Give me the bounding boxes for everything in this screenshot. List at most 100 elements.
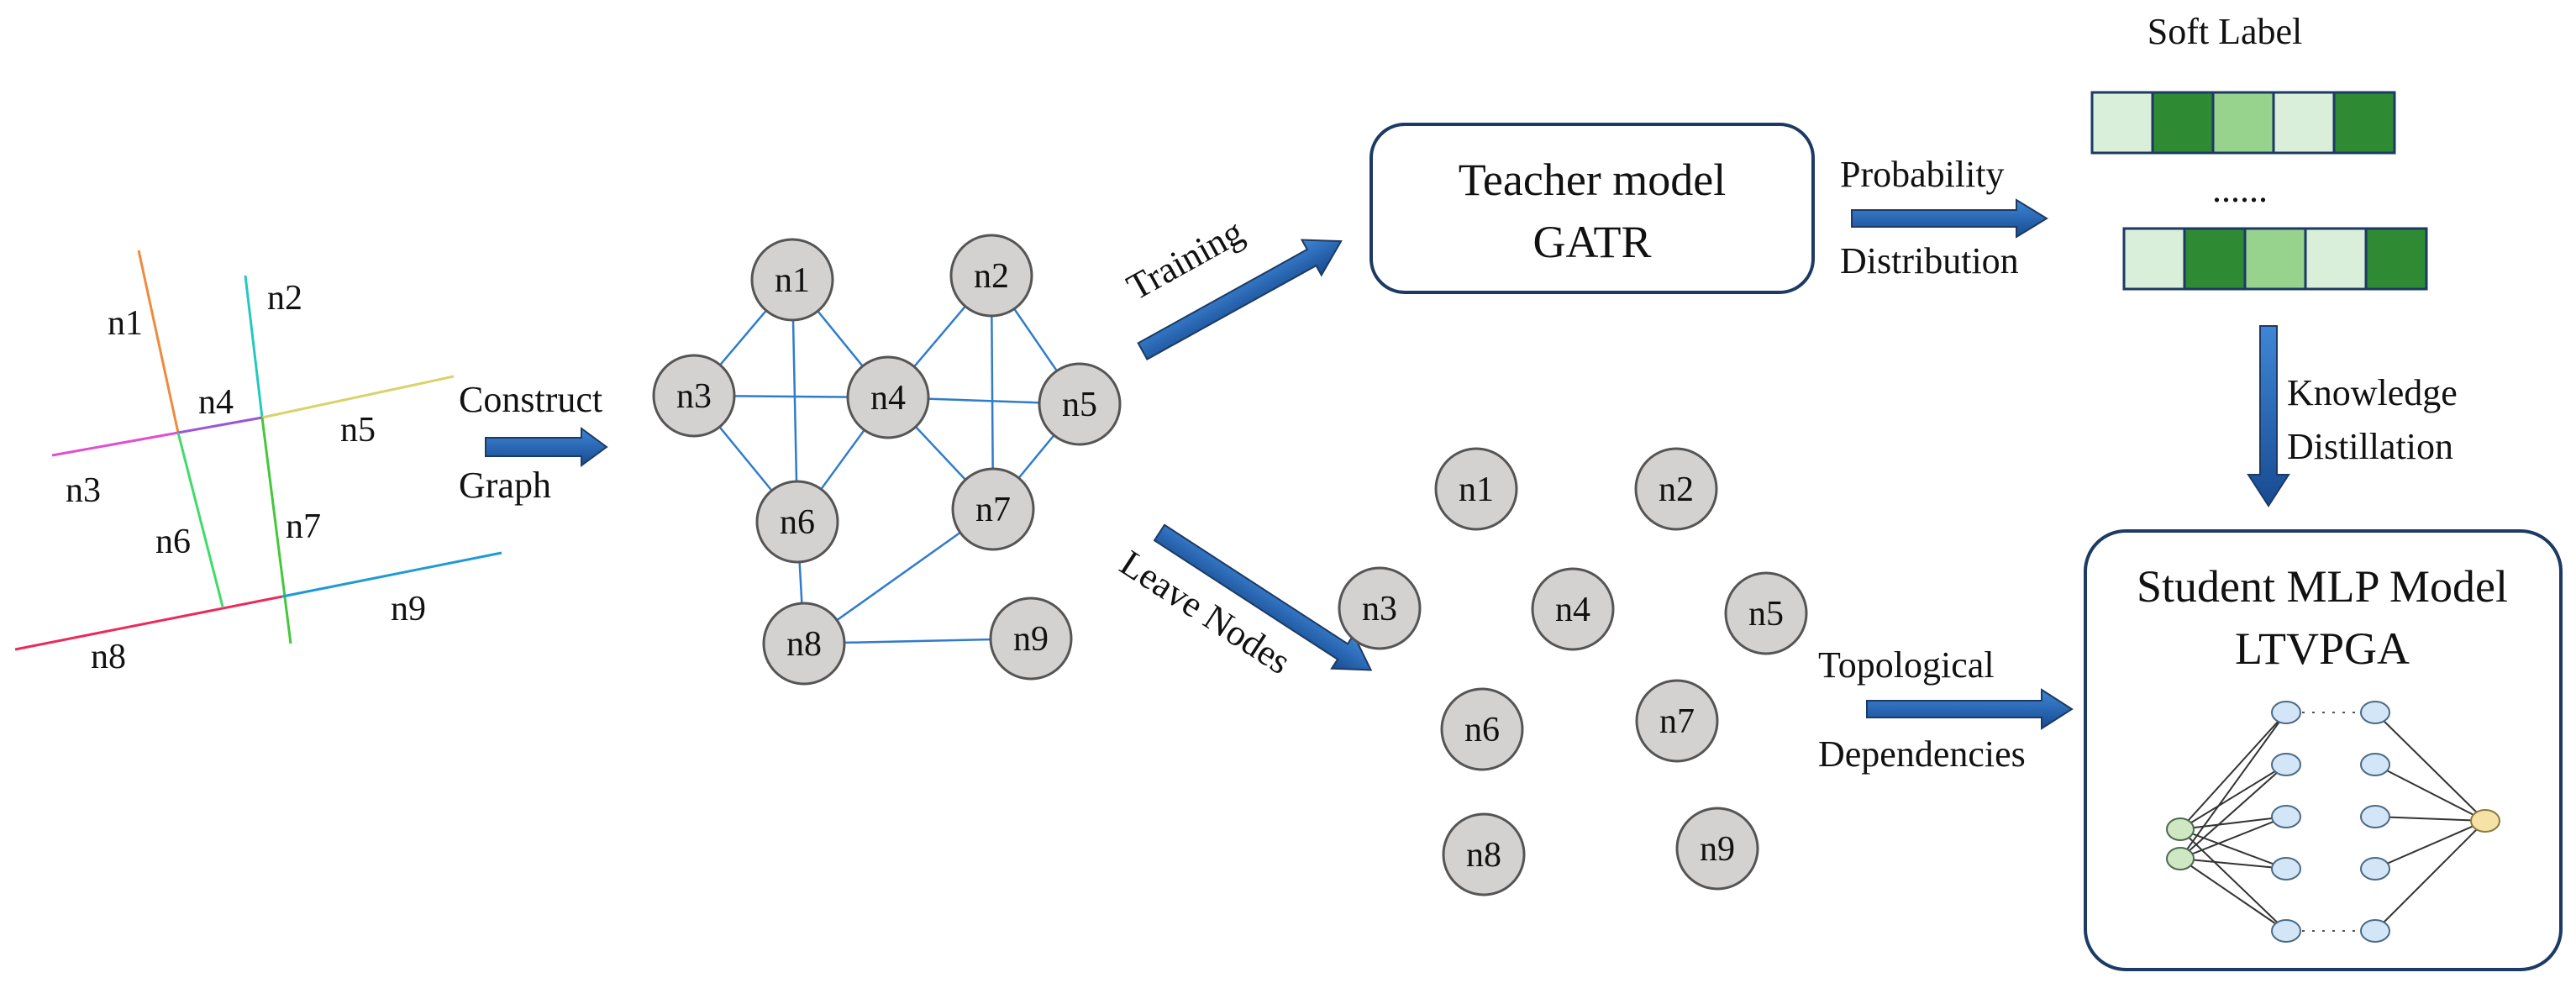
isolated-node-label-n4: n4 <box>1555 591 1590 629</box>
probability-arrow <box>1851 198 2048 239</box>
graph-node-n9 <box>989 597 1073 681</box>
soft-label-cell <box>2122 227 2186 291</box>
road-n3 <box>51 431 179 457</box>
student-model-name: LTVPGA <box>2235 623 2410 674</box>
road-n2 <box>244 275 264 418</box>
graph-node-n6 <box>755 480 839 564</box>
mlp-hidden-node <box>2271 919 2301 943</box>
graph-node-label-n1: n1 <box>775 261 810 300</box>
training-arrow <box>1137 239 1343 360</box>
graph-edges <box>693 275 1081 645</box>
student-model-title: Student MLP Model <box>2137 561 2508 612</box>
road-label-n9: n9 <box>391 590 426 628</box>
isolated-node-label-n8: n8 <box>1466 836 1501 875</box>
graph-node-n1 <box>750 238 834 322</box>
mlp-hidden-node <box>2360 805 2390 828</box>
mlp-network-icon <box>2166 701 2500 943</box>
mlp-hidden-node <box>2271 701 2301 724</box>
isolated-node-label-n1: n1 <box>1459 470 1494 509</box>
graph-node-n4 <box>846 355 930 439</box>
road-n5 <box>261 375 455 419</box>
mlp-hidden-node <box>2271 805 2301 828</box>
soft-label-ellipsis: ...... <box>2212 169 2268 210</box>
mlp-hidden-node <box>2360 753 2390 776</box>
soft-label-cell <box>2304 227 2368 291</box>
isolated-node-n1 <box>1434 447 1518 531</box>
graph-node-label-n3: n3 <box>676 377 712 416</box>
graph-node-label-n8: n8 <box>786 625 822 664</box>
construct-arrow <box>485 427 608 467</box>
isolated-node-n6 <box>1440 687 1524 771</box>
topological-arrow <box>1866 688 2074 730</box>
graph-node-n3 <box>652 354 736 438</box>
road-label-n3: n3 <box>66 471 101 510</box>
isolated-node-label-n5: n5 <box>1748 595 1784 633</box>
road-label-n5: n5 <box>340 411 376 449</box>
probability-label: Probability <box>1840 154 2005 195</box>
road-label-n6: n6 <box>155 523 191 561</box>
road-label-n4: n4 <box>198 383 234 422</box>
mlp-hidden-node <box>2360 701 2390 724</box>
graph-node-label-n5: n5 <box>1062 386 1097 424</box>
isolated-node-n3 <box>1338 566 1422 650</box>
graph-node-n2 <box>949 234 1033 318</box>
road-label-n7: n7 <box>286 507 321 546</box>
graph-label: Graph <box>459 465 551 506</box>
isolated-node-n7 <box>1635 679 1719 763</box>
construct-label: Construct <box>459 379 602 420</box>
soft-label-cell <box>2364 227 2428 291</box>
soft-label-cell <box>2183 227 2247 291</box>
road-label-n1: n1 <box>108 304 143 343</box>
isolated-node-n8 <box>1442 812 1526 896</box>
graph-node-label-n7: n7 <box>975 491 1011 529</box>
soft-label-cell <box>2151 91 2215 155</box>
road-label-n2: n2 <box>267 279 302 318</box>
soft-label-cell <box>2272 91 2336 155</box>
graph-node-label-n6: n6 <box>780 503 815 542</box>
isolated-node-n4 <box>1531 567 1615 651</box>
soft-label-title: Soft Label <box>2148 11 2303 52</box>
road-n9 <box>281 551 502 598</box>
leave-nodes-arrow <box>1153 523 1373 671</box>
road-n4 <box>177 416 263 434</box>
teacher-model-name: GATR <box>1532 217 1651 267</box>
isolated-node-n2 <box>1634 447 1718 531</box>
distillation-label: Distillation <box>2287 426 2453 467</box>
isolated-node-n9 <box>1675 807 1759 891</box>
road-n8 <box>14 595 283 651</box>
isolated-node-label-n9: n9 <box>1700 830 1735 869</box>
mlp-input-node <box>2166 847 2195 870</box>
road-n6 <box>176 432 224 607</box>
isolated-node-label-n6: n6 <box>1464 711 1500 749</box>
mlp-input-node <box>2166 817 2195 841</box>
mlp-hidden-node <box>2360 919 2390 943</box>
knowledge-label: Knowledge <box>2287 372 2458 413</box>
soft-label-row-2 <box>2122 227 2428 291</box>
mlp-output-node <box>2470 809 2500 833</box>
soft-label-cell <box>2211 91 2275 155</box>
road-n7 <box>260 417 292 644</box>
dependencies-label: Dependencies <box>1818 733 2026 775</box>
teacher-model-title: Teacher model <box>1459 155 1727 205</box>
isolated-node-label-n3: n3 <box>1362 590 1397 628</box>
road-n1 <box>137 250 180 434</box>
mlp-hidden-node <box>2271 753 2301 776</box>
mlp-hidden-node <box>2271 857 2301 880</box>
isolated-node-n5 <box>1724 571 1808 655</box>
graph-node-n5 <box>1038 362 1122 446</box>
soft-label-cell <box>2243 227 2307 291</box>
isolated-node-label-n7: n7 <box>1659 702 1695 741</box>
topological-label: Topological <box>1818 644 1995 686</box>
teacher-model-box <box>1369 123 1815 294</box>
mlp-hidden-node <box>2360 857 2390 880</box>
graph-node-label-n9: n9 <box>1013 620 1049 659</box>
graph-node-label-n2: n2 <box>974 257 1009 296</box>
soft-label-row-1 <box>2090 91 2396 155</box>
soft-label-cell <box>2332 91 2396 155</box>
distribution-label: Distribution <box>1840 240 2019 281</box>
soft-label-cell <box>2090 91 2154 155</box>
road-label-n8: n8 <box>91 638 126 676</box>
